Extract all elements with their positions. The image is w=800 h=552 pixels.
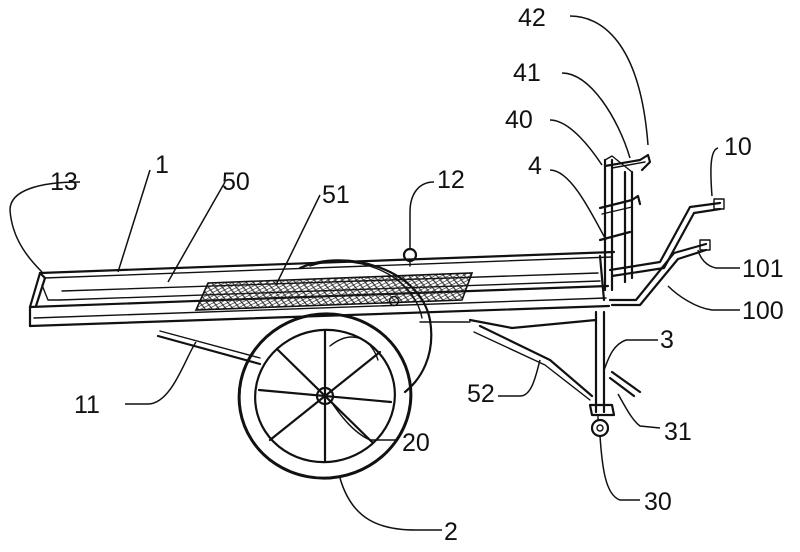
upright-stand xyxy=(600,155,650,290)
label-42: 42 xyxy=(518,4,546,32)
label-52: 52 xyxy=(467,380,495,408)
label-10: 10 xyxy=(724,133,752,161)
label-100: 100 xyxy=(742,297,784,325)
label-3: 3 xyxy=(660,326,674,354)
label-13: 13 xyxy=(50,168,78,196)
label-31: 31 xyxy=(664,418,692,446)
label-101: 101 xyxy=(742,255,784,283)
label-12: 12 xyxy=(437,166,465,194)
label-20: 20 xyxy=(402,429,430,457)
label-4: 4 xyxy=(528,152,542,180)
label-51: 51 xyxy=(322,181,350,209)
label-2: 2 xyxy=(444,518,458,546)
caster-wheel-icon xyxy=(592,420,608,436)
label-50: 50 xyxy=(222,168,250,196)
lifting-ring xyxy=(404,249,416,266)
label-11: 11 xyxy=(74,391,100,419)
label-41: 41 xyxy=(513,59,541,87)
label-40: 40 xyxy=(505,106,533,134)
label-1: 1 xyxy=(155,151,169,179)
handle-frame xyxy=(610,199,724,305)
label-30: 30 xyxy=(644,488,672,516)
main-wheel xyxy=(226,300,424,491)
